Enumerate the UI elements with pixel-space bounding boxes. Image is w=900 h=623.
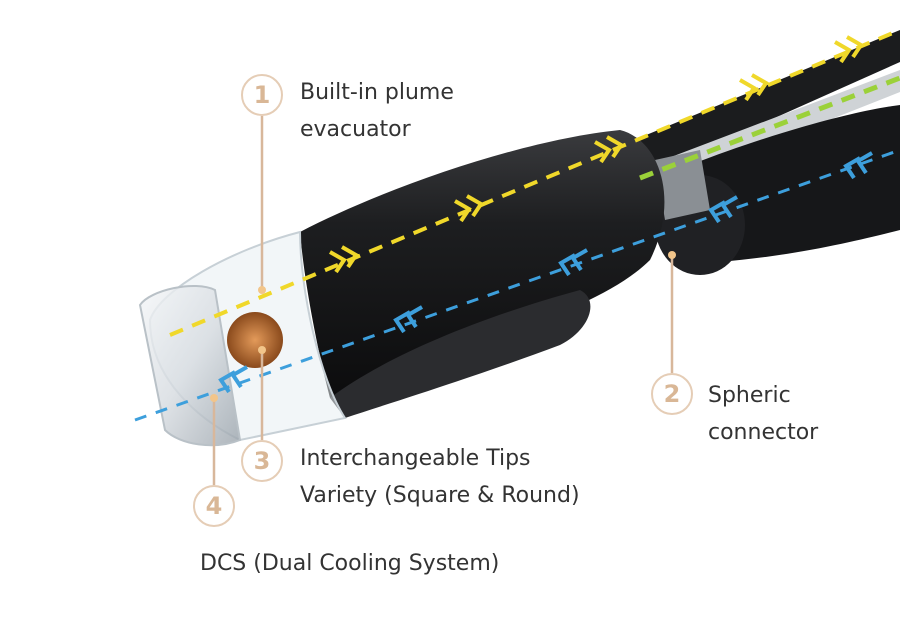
- leader-lines: [212, 116, 674, 485]
- yellow-arrow-icon: [834, 35, 864, 64]
- tip-core: [227, 312, 283, 368]
- yellow-arrow-icon: [329, 245, 359, 274]
- callout-number-1: 1: [241, 74, 283, 116]
- handpiece-grip: [330, 290, 591, 418]
- callout-number-2: 2: [651, 373, 693, 415]
- callout-number-4: 4: [193, 485, 235, 527]
- yellow-flow-line: [169, 28, 900, 337]
- blue-arrow-icon: [218, 365, 248, 394]
- callout-label-spheric-connector: Spheric connector: [708, 377, 818, 451]
- callout-label-line: evacuator: [300, 117, 411, 142]
- callout-label-line: Variety (Square & Round): [300, 483, 580, 508]
- yellow-arrow-icon: [454, 194, 484, 223]
- blue-arrow-icon: [708, 195, 738, 224]
- yellow-arrow-icon: [739, 73, 769, 102]
- yellow-arrow-icon: [594, 135, 624, 164]
- leader-dot-1: [258, 286, 266, 294]
- callout-label-dual-cooling-system: DCS (Dual Cooling System): [200, 545, 499, 582]
- callout-label-line: DCS (Dual Cooling System): [200, 551, 500, 576]
- leader-dot-2: [668, 251, 676, 259]
- yellow-flow-arrows: [329, 35, 864, 274]
- callout-label-plume-evacuator: Built-in plume evacuator: [300, 74, 454, 148]
- callout-label-interchangeable-tips: Interchangeable Tips Variety (Square & R…: [300, 440, 580, 514]
- blue-arrow-icon: [393, 305, 423, 334]
- callout-label-line: Built-in plume: [300, 80, 454, 105]
- leader-dot-4: [210, 394, 218, 402]
- upper-cable: [610, 30, 900, 178]
- callout-label-line: connector: [708, 420, 819, 445]
- callout-label-line: Interchangeable Tips: [300, 446, 531, 471]
- blue-arrow-icon: [843, 151, 873, 180]
- blue-flow-arrows: [218, 151, 873, 394]
- callout-label-line: Spheric: [708, 383, 791, 408]
- leader-dot-3: [258, 346, 266, 354]
- callout-number-3: 3: [241, 440, 283, 482]
- blue-arrow-icon: [558, 248, 588, 277]
